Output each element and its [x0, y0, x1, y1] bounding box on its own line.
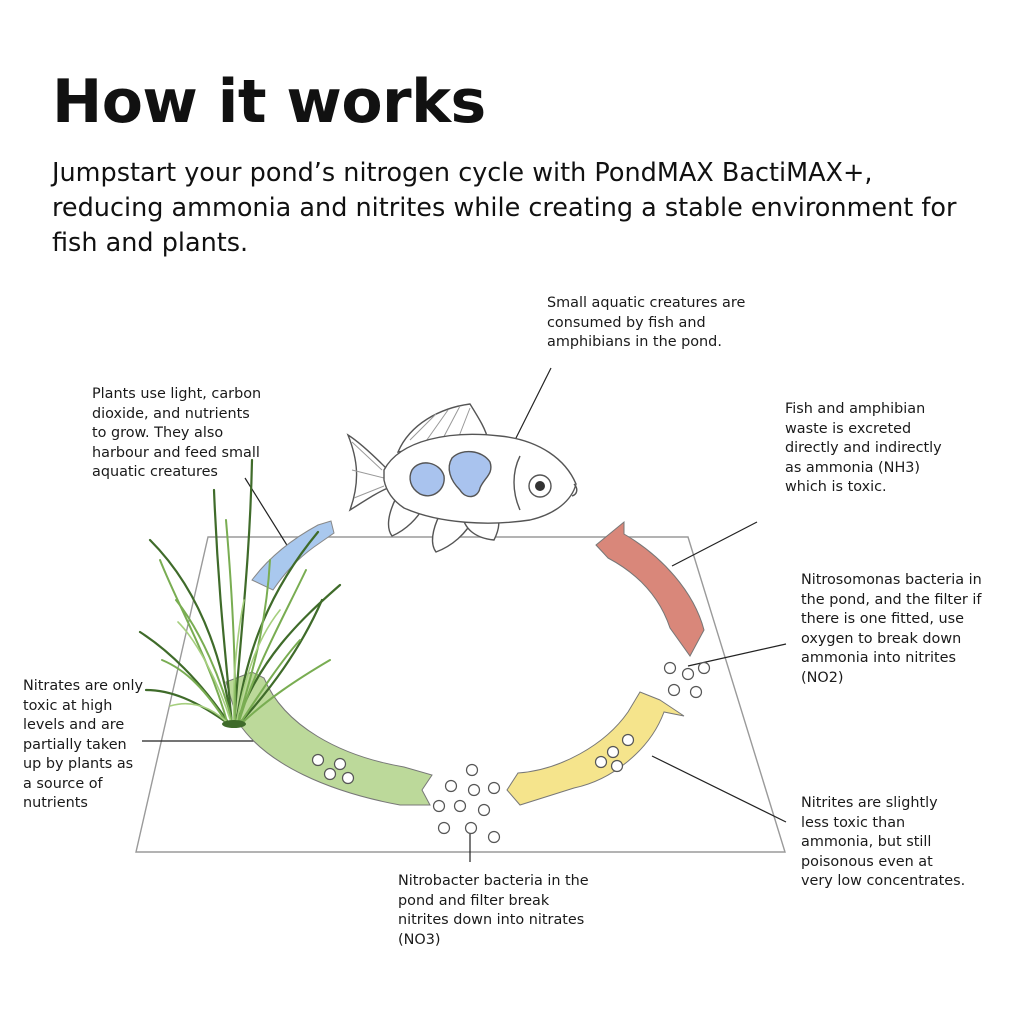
label-nitrates: Nitrates are only toxic at high levels a…	[23, 678, 143, 811]
label-small-creatures: Small aquatic creatures are consumed by …	[547, 295, 746, 350]
plant	[138, 458, 342, 728]
koi-fish	[346, 403, 578, 553]
page-subtitle: Jumpstart your pond’s nitrogen cycle wit…	[52, 158, 957, 258]
label-nitrosomonas: Nitrosomonas bacteria in the pond, and t…	[801, 572, 982, 686]
label-nitrites: Nitrites are slightly less toxic than am…	[801, 795, 966, 889]
bubbles	[311, 661, 711, 844]
leader-lines	[142, 367, 787, 862]
page-title: How it works	[52, 67, 486, 137]
yellow-arrow	[506, 691, 685, 806]
label-nitrobacter: Nitrobacter bacteria in the pond and fil…	[398, 873, 589, 948]
label-fish-waste: Fish and amphibian waste is excreted dir…	[785, 401, 942, 495]
label-plants: Plants use light, carbon dioxide, and nu…	[92, 386, 262, 480]
red-arrow	[595, 520, 705, 657]
blue-arrow	[251, 520, 335, 591]
green-arrow	[225, 671, 433, 806]
pond-outline	[135, 536, 786, 853]
